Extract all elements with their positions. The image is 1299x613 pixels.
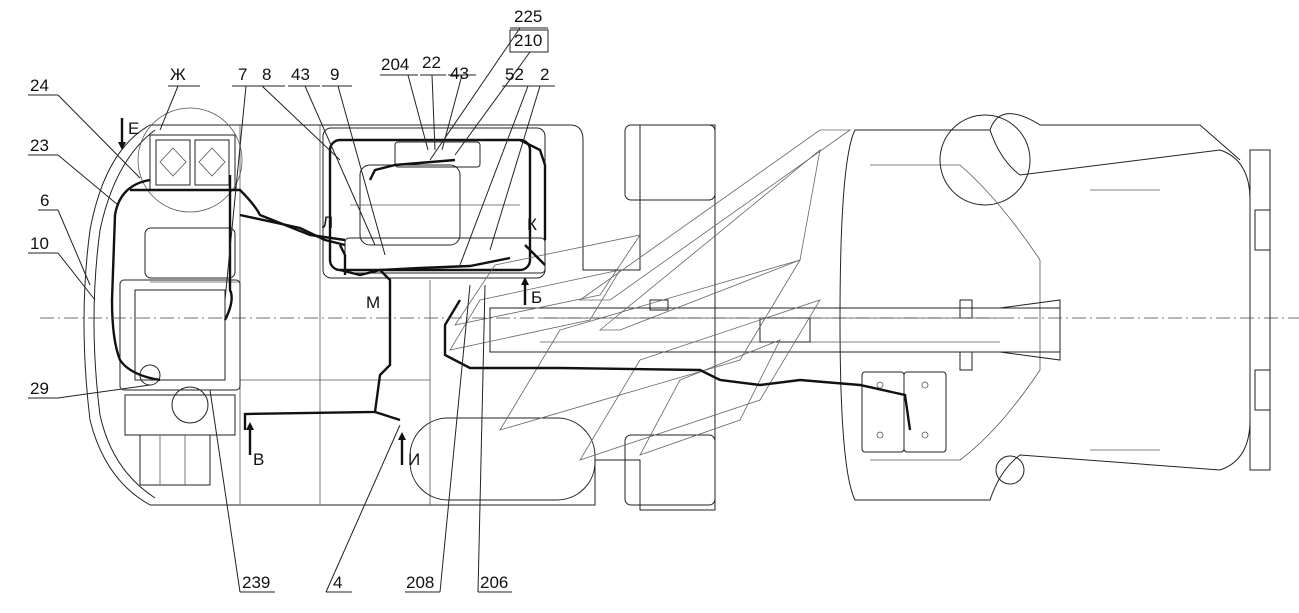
callout-8: 8: [262, 65, 271, 84]
left-callouts: 24 23 6 10 29: [30, 76, 49, 398]
top-callouts: Ж 7 8 43 9 204 22 43 52 2 225 210: [170, 7, 549, 84]
callout-leaders: [28, 27, 555, 593]
view-marker-k: К: [527, 215, 537, 234]
callout-6: 6: [40, 191, 49, 210]
callout-23: 23: [30, 136, 49, 155]
view-markers: Е Л М К Б В И: [128, 119, 542, 469]
view-arrows: [118, 118, 529, 465]
bottom-callouts: 239 4 208 206: [242, 573, 508, 592]
callout-22: 22: [422, 53, 441, 72]
callout-24: 24: [30, 76, 49, 95]
callout-43-left: 43: [291, 65, 310, 84]
view-marker-m: М: [366, 293, 380, 312]
battery-box: [137, 107, 243, 213]
callout-206: 206: [480, 573, 508, 592]
rear-body-outline: [83, 124, 716, 511]
view-marker-e: Е: [128, 119, 139, 138]
callout-7: 7: [238, 65, 247, 84]
front-batteries: [861, 371, 947, 453]
front-chassis: [839, 113, 1271, 501]
callout-52: 52: [505, 65, 524, 84]
callout-2: 2: [540, 65, 549, 84]
wheels: [409, 124, 1271, 506]
view-marker-v: В: [253, 450, 264, 469]
callout-43-right: 43: [450, 64, 469, 83]
callout-zh: Ж: [170, 65, 186, 84]
hatched-panels: [449, 129, 852, 461]
engine-block: [119, 227, 241, 486]
view-marker-i: И: [408, 450, 420, 469]
callout-4: 4: [333, 573, 342, 592]
callout-9: 9: [330, 65, 339, 84]
boom-beam: [489, 299, 1061, 371]
callout-210: 210: [514, 31, 542, 50]
view-marker-b: Б: [531, 288, 542, 307]
callout-225: 225: [514, 7, 542, 26]
view-marker-l: Л: [322, 213, 333, 232]
wiring-harness: [110, 138, 912, 431]
callout-208: 208: [406, 573, 434, 592]
callout-239: 239: [242, 573, 270, 592]
callout-10: 10: [30, 234, 49, 253]
callout-204: 204: [381, 55, 409, 74]
callout-29: 29: [30, 379, 49, 398]
